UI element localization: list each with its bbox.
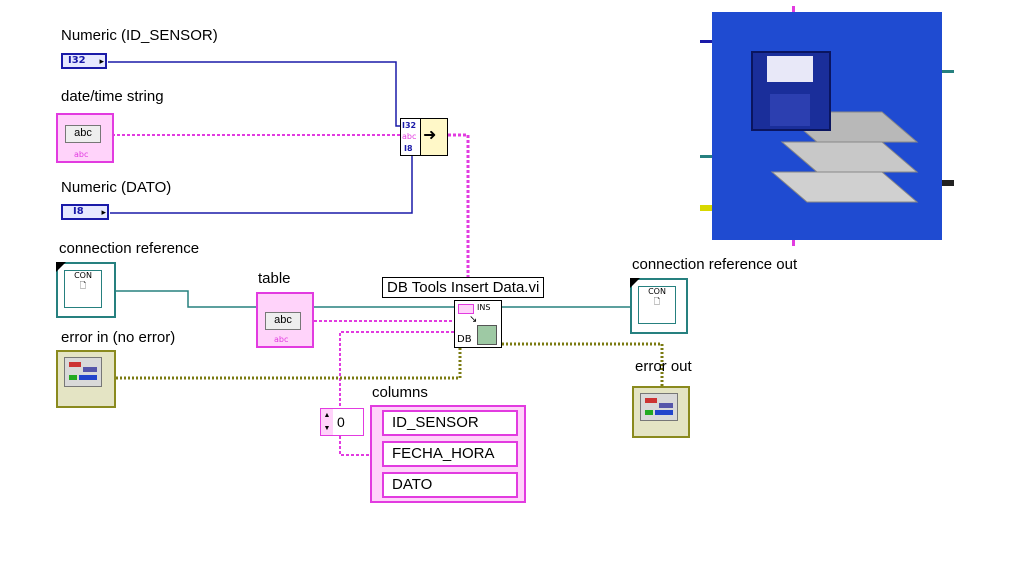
- datetime-string-label: date/time string: [61, 88, 164, 105]
- output-arrow-icon: ▸: [99, 56, 104, 66]
- array-index-value: 0: [337, 414, 345, 430]
- bundle-arrow-icon: ➜: [423, 127, 437, 144]
- connection-reference-terminal[interactable]: CON🗋: [56, 262, 116, 318]
- bundle-tag-abc: abc: [402, 132, 417, 141]
- error-cluster-icon: [64, 357, 102, 387]
- string-inner: abc: [265, 312, 301, 330]
- con-inner: CON🗋: [64, 270, 102, 308]
- wire-error-in: [116, 346, 462, 380]
- icon-stub: [700, 155, 712, 158]
- columns-label: columns: [372, 384, 428, 401]
- document-icon: 🗋: [79, 281, 87, 290]
- icon-stub: [792, 240, 795, 246]
- database-save-icon: [751, 51, 919, 203]
- table-label: table: [258, 270, 291, 287]
- con-tag: CON: [74, 271, 92, 280]
- wire-bundle-out: [448, 133, 470, 302]
- error-in-label: error in (no error): [61, 329, 176, 346]
- array-index-control[interactable]: ▲▼ 0: [320, 408, 364, 436]
- connection-reference-out-terminal[interactable]: CON🗋: [630, 278, 688, 334]
- icon-stub: [700, 205, 712, 211]
- corner-marker-icon: [56, 262, 66, 272]
- numeric-dato-terminal[interactable]: I8 ▸: [61, 204, 109, 220]
- error-out-terminal[interactable]: [632, 386, 690, 438]
- icon-stub: [700, 40, 712, 43]
- string-type-tag: abc: [274, 335, 289, 344]
- icon-stub: [942, 70, 954, 73]
- numeric-id-sensor-label: Numeric (ID_SENSOR): [61, 27, 218, 44]
- connection-reference-label: connection reference: [59, 240, 200, 257]
- bundle-node[interactable]: I32 abc I8 ➜: [400, 118, 448, 156]
- connection-reference-out-label: connection reference out: [632, 256, 798, 273]
- output-arrow-icon: ▸: [101, 207, 106, 217]
- bundle-tag-i32: I32: [402, 121, 417, 130]
- wire-dato: [110, 154, 413, 214]
- error-in-terminal[interactable]: [56, 350, 116, 408]
- error-out-label: error out: [635, 358, 692, 375]
- string-inner: abc: [65, 125, 101, 143]
- icon-stub: [942, 180, 954, 186]
- bundle-inputs: I32 abc I8: [401, 119, 421, 155]
- numeric-id-sensor-terminal[interactable]: I32 ▸: [61, 53, 107, 69]
- i32-type-tag: I32: [68, 55, 86, 66]
- bundle-tag-i8: I8: [404, 144, 413, 153]
- datetime-string-terminal[interactable]: abc abc: [56, 113, 114, 163]
- icon-stub: [792, 6, 795, 12]
- wire-id-sensor: [108, 61, 400, 127]
- document-icon: 🗋: [653, 297, 661, 306]
- table-terminal[interactable]: abc abc: [256, 292, 314, 348]
- wire-connection: [116, 290, 454, 308]
- corner-marker-icon: [630, 278, 640, 288]
- db-insert-subvi[interactable]: INS ↘ DB: [454, 300, 502, 348]
- column-item[interactable]: FECHA_HORA: [382, 441, 518, 467]
- column-item[interactable]: DATO: [382, 472, 518, 498]
- increment-arrows-icon[interactable]: ▲▼: [321, 409, 333, 435]
- numeric-dato-label: Numeric (DATO): [61, 179, 172, 196]
- error-cluster-icon: [640, 393, 678, 421]
- con-tag: CON: [648, 287, 666, 296]
- column-item[interactable]: ID_SENSOR: [382, 410, 518, 436]
- connection-icon: [458, 304, 474, 314]
- wire-error-out: [502, 342, 664, 388]
- insert-arrow-icon: ↘: [469, 314, 478, 325]
- con-inner: CON🗋: [638, 286, 676, 324]
- subvi-icon-large: [712, 12, 942, 240]
- i8-type-tag: I8: [73, 206, 84, 217]
- db-tag: DB: [457, 334, 472, 345]
- ins-tag: INS: [477, 303, 491, 312]
- table-grid-icon: [477, 325, 497, 345]
- vi-name-label: DB Tools Insert Data.vi: [382, 277, 545, 298]
- string-type-tag: abc: [74, 150, 89, 159]
